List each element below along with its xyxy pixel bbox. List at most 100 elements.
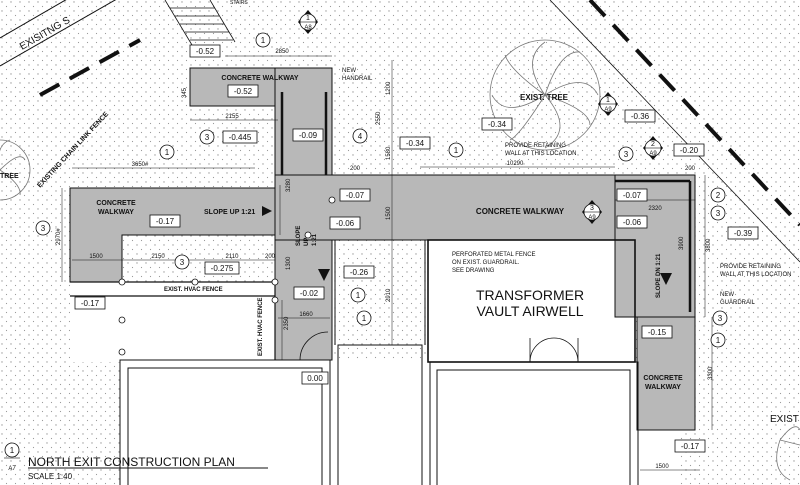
walkway-main-label: CONCRETE WALKWAY <box>476 207 565 216</box>
existing-tree <box>489 39 601 151</box>
elevation-e18: -0.06 <box>623 218 642 227</box>
exist-right-label: EXIST <box>770 414 799 425</box>
fence-posts <box>118 196 336 356</box>
dim-1300: 1300 <box>286 256 292 270</box>
slope-up-down-label-1: SLOPE <box>296 226 302 246</box>
dim-3900: 3900 <box>679 236 685 250</box>
building-lower-area <box>120 360 680 485</box>
dim-2850: 2850 <box>275 49 289 55</box>
dim-2350: 2350 <box>284 316 290 330</box>
elevation-e6: -0.34 <box>488 120 507 129</box>
dim-2150: 2150 <box>151 254 165 260</box>
section-s2-ref: A9 <box>604 107 612 113</box>
tree-partial-label: TREE <box>0 173 19 180</box>
dim-2910: 2910 <box>386 288 392 302</box>
hvac-fence <box>70 281 276 360</box>
elevation-e16: 0.00 <box>307 374 323 383</box>
perforated-fence-note-1: PERFORATED METAL FENCE <box>452 252 536 258</box>
section-marker-a9-3: 3 A9 <box>582 200 602 224</box>
tag-t2: 3 <box>205 133 210 142</box>
title-sheet-ref: A7 <box>8 466 16 472</box>
tag-t11: 1 <box>362 314 367 323</box>
tree-label: EXIST. TREE <box>520 93 569 102</box>
partial-tree-left <box>0 139 31 201</box>
dim-345: 345 <box>182 87 188 98</box>
walkway-left-label-1: CONCRETE <box>96 200 136 207</box>
elevation-e9: -0.07 <box>346 191 365 200</box>
tag-t3: 4 <box>358 132 363 141</box>
section-marker-a8: 1 A8 <box>298 10 318 34</box>
elevation-e7: -0.36 <box>631 112 650 121</box>
elevation-e13: -0.17 <box>81 299 100 308</box>
walkway-left-label-2: WALKWAY <box>98 209 134 216</box>
dim-2155: 2155 <box>225 114 239 120</box>
stairs <box>164 0 236 51</box>
slope-dn-label: SLOPE DN 1:21 <box>656 253 662 298</box>
walkway-fill <box>69 67 696 431</box>
tag-t6: 3 <box>180 258 185 267</box>
elevation-e3: -0.445 <box>229 133 252 142</box>
section-marker-a9-1: 1 A9 <box>598 92 618 116</box>
walkway-right-label-2: WALKWAY <box>645 384 681 391</box>
slope-up-right-label: SLOPE UP 1:21 <box>204 209 255 216</box>
transformer-label: TRANSFORMER <box>476 287 584 303</box>
tag-t8: 1 <box>454 146 459 155</box>
walkway-right-label-1: CONCRETE <box>643 375 683 382</box>
elevation-e11: -0.17 <box>156 217 175 226</box>
elevation-e4: -0.09 <box>299 131 318 140</box>
vault-airwell-label: VAULT AIRWELL <box>476 303 583 319</box>
hvac-fence-v-label: EXIST. HVAC FENCE <box>258 297 264 356</box>
dim-1500-a: 1500 <box>89 254 103 260</box>
dim-1200: 1200 <box>386 81 392 95</box>
door-swing <box>299 331 329 361</box>
existing-sidewalk <box>0 0 141 97</box>
section-s2-num: 1 <box>606 97 610 104</box>
transformer-vault-area <box>428 240 635 362</box>
new-guardrail-note-1: NEW <box>720 292 734 298</box>
hvac-fence-h-label: EXIST. HVAC FENCE <box>164 287 223 293</box>
section-s3-ref: A9 <box>649 151 657 157</box>
elevation-e15: -0.26 <box>350 268 369 277</box>
tag-t1: 1 <box>261 36 266 45</box>
new-guardrail-note-2: GUARDRAIL <box>720 300 756 306</box>
section-s1-ref: A8 <box>304 25 312 31</box>
title-scale: SCALE 1:40 <box>28 472 73 481</box>
partial-tree-right <box>776 426 800 481</box>
dim-200-c: 200 <box>685 166 696 172</box>
vault-door <box>529 337 579 363</box>
handrails <box>280 92 692 312</box>
elevation-e20: -0.15 <box>648 328 667 337</box>
tag-t10: 1 <box>356 291 361 300</box>
perforated-fence-note-2: ON EXIST. GUARDRAIL. <box>452 260 520 266</box>
dim-2110: 2110 <box>226 254 240 260</box>
tag-t5: 1 <box>165 148 170 157</box>
lower-left-area <box>70 282 275 362</box>
elevation-e19: -0.39 <box>734 229 753 238</box>
section-s4-num: 3 <box>590 205 594 212</box>
tag-t9: 2 <box>716 191 721 200</box>
stairs-label: STAIRS <box>230 0 248 6</box>
elevation-e2: -0.52 <box>234 87 253 96</box>
new-handrail-note-2: HANDRAIL <box>342 76 373 82</box>
retaining-wall-right-note-2: WALL AT THIS LOCATION <box>720 272 791 278</box>
keyed-note-tags <box>4 32 728 458</box>
dim-3800: 3800 <box>706 238 712 252</box>
elevation-boxes: -0.52 -0.52 -0.445 -0.09 -0.34 -0.34 -0.… <box>74 44 759 453</box>
dimension-lines <box>61 55 713 471</box>
dim-1500-b: 1500 <box>386 206 392 220</box>
elevation-e14: -0.02 <box>300 289 319 298</box>
elevation-e8: -0.20 <box>680 146 699 155</box>
dim-3300: 3300 <box>708 366 714 380</box>
dim-1500-c: 1500 <box>655 464 669 470</box>
dim-3650: 3650# <box>132 162 149 168</box>
retaining-wall-note-1: PROVIDE RETAINING <box>505 143 566 149</box>
retaining-wall-note-2: WALL AT THIS LOCATION <box>505 151 576 157</box>
dim-2550: 2550 <box>376 111 382 125</box>
section-s1-num: 1 <box>306 15 310 22</box>
walkway-top-label: CONCRETE WALKWAY <box>221 75 298 82</box>
building-walls <box>119 239 639 485</box>
page-title: NORTH EXIT CONSTRUCTION PLAN <box>28 455 235 469</box>
dim-1580: 1580 <box>386 146 392 160</box>
